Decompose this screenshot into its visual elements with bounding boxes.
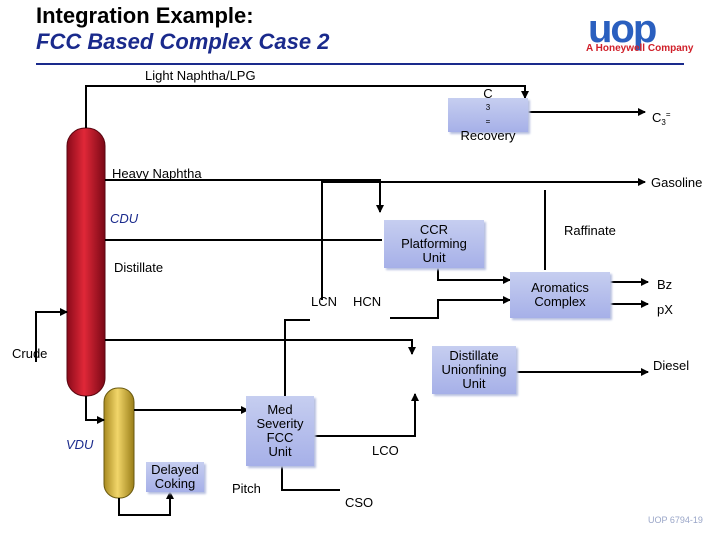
px-label: pX [657, 302, 673, 317]
heavy-naphtha-label: Heavy Naphtha [112, 166, 202, 181]
ccr-platforming-unit: CCR Platforming Unit [384, 220, 484, 268]
cdu-label: CDU [110, 211, 139, 226]
cdu-bottoms-line [85, 396, 105, 424]
cdu-column [66, 127, 106, 397]
hcn-label: HCN [353, 294, 382, 309]
diesel-label: Diesel [653, 358, 690, 373]
c3-product-label: C3= [652, 110, 671, 127]
crude-line [35, 308, 68, 362]
aromatics-complex-unit: Aromatics Complex [510, 272, 610, 318]
page-subtitle: FCC Based Complex Case 2 [36, 29, 330, 54]
cso-label: CSO [345, 495, 374, 510]
footer-code: UOP 6794-19 [648, 515, 703, 525]
vdu-column [103, 387, 135, 499]
gasoline-label: Gasoline [651, 175, 703, 190]
distillate-label: Distillate [114, 260, 164, 275]
vdu-label: VDU [66, 437, 94, 452]
logo-tagline: A Honeywell Company [586, 43, 694, 54]
light-naphtha-label: Light Naphtha/LPG [145, 68, 256, 83]
heavy-naphtha-line [105, 179, 384, 213]
gasoline-line [321, 178, 646, 300]
pitch-label: Pitch [232, 481, 261, 496]
cso-line [281, 466, 340, 491]
delayed-coking-unit: Delayed Coking [146, 462, 204, 492]
raffinate-label: Raffinate [564, 223, 616, 238]
crude-label: Crude [12, 346, 48, 361]
lco-line [314, 393, 419, 437]
reformate-line [437, 262, 511, 284]
lcn-label: LCN [311, 294, 338, 309]
bz-label: Bz [657, 277, 673, 292]
distillate-unionfining-unit: Distillate Unionfining Unit [432, 346, 516, 394]
fcc-unit: Med Severity FCC Unit [246, 396, 314, 466]
page-title: Integration Example: [36, 3, 254, 28]
uop-logo: uop [588, 7, 658, 51]
title-rule [36, 63, 684, 65]
distillate-line [105, 339, 416, 355]
vdu-to-coking-line [118, 491, 174, 516]
lco-label: LCO [372, 443, 399, 458]
logo-wordmark: uop [588, 7, 656, 51]
light-naphtha-line [85, 85, 529, 128]
fcc-to-naphtha-line [284, 319, 310, 396]
hcn-line [390, 296, 511, 319]
